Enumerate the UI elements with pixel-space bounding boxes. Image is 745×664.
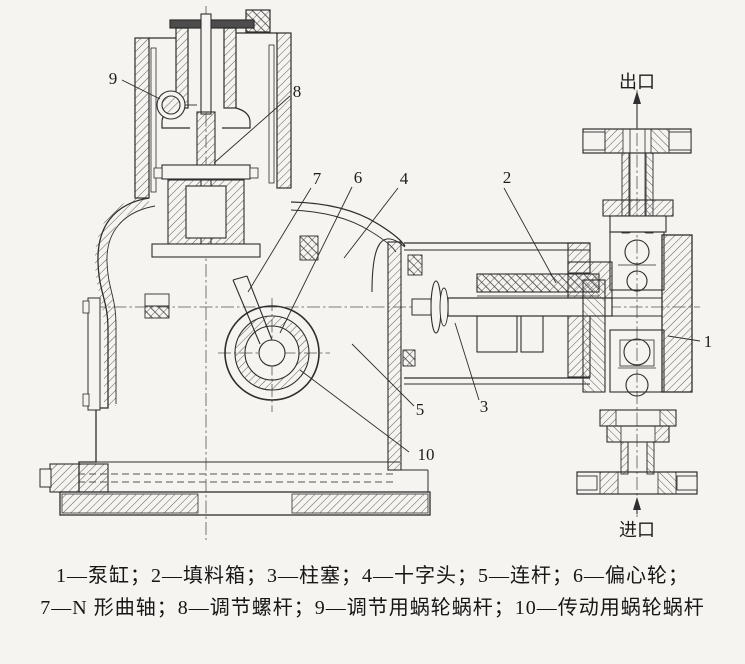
adjusting-screw [196, 111, 216, 167]
gearbox-body [39, 195, 431, 516]
valve-assembly [576, 128, 698, 495]
callout-9: 9 [109, 69, 118, 88]
eccentric-wheel [224, 305, 320, 401]
callout-7: 7 [313, 169, 322, 188]
inlet-label: 进口 [619, 520, 655, 540]
flow-arrows [633, 91, 641, 514]
callout-6: 6 [354, 168, 363, 187]
callout-1: 1 [704, 332, 713, 351]
transmission-worm-shaft [49, 463, 109, 493]
outlet-label: 出口 [619, 72, 655, 92]
callout-8: 8 [293, 82, 302, 101]
callout-4: 4 [400, 169, 409, 188]
callout-5: 5 [416, 400, 425, 419]
callout-2: 2 [503, 168, 512, 187]
figure-caption: 1—泵缸；2—填料箱；3—柱塞；4—十字头；5—连杆；6—偏心轮； 7—N 形曲… [0, 560, 745, 624]
callout-3: 3 [480, 397, 489, 416]
leader-lines [121, 79, 701, 453]
suction-valve-ball [623, 338, 651, 366]
coupling-disc [430, 280, 442, 334]
top-cover-plate [169, 19, 255, 29]
caption-line-1: 1—泵缸；2—填料箱；3—柱塞；4—十字头；5—连杆；6—偏心轮； [56, 565, 689, 587]
adjusting-mechanism-housing [134, 9, 292, 199]
pump-cylinder [661, 234, 693, 393]
crosshead-and-plunger [411, 261, 662, 353]
adjusting-screw-assembly [151, 13, 261, 258]
callout-10: 10 [418, 445, 435, 464]
callout-numbers: 9 8 7 6 4 2 1 3 5 10 [109, 69, 713, 464]
caption-line-2: 7—N 形曲轴；8—调节螺杆；9—调节用蜗轮蜗杆；10—传动用蜗轮蜗杆 [40, 597, 705, 619]
pump-cross-section-drawing: 出口 进口 9 8 7 6 4 2 1 3 5 10 [39, 6, 713, 540]
hidden-bolt-lines [78, 473, 396, 483]
crosshead [476, 315, 518, 353]
discharge-valve-ball [624, 239, 650, 265]
crankcase-bearings [144, 235, 423, 367]
